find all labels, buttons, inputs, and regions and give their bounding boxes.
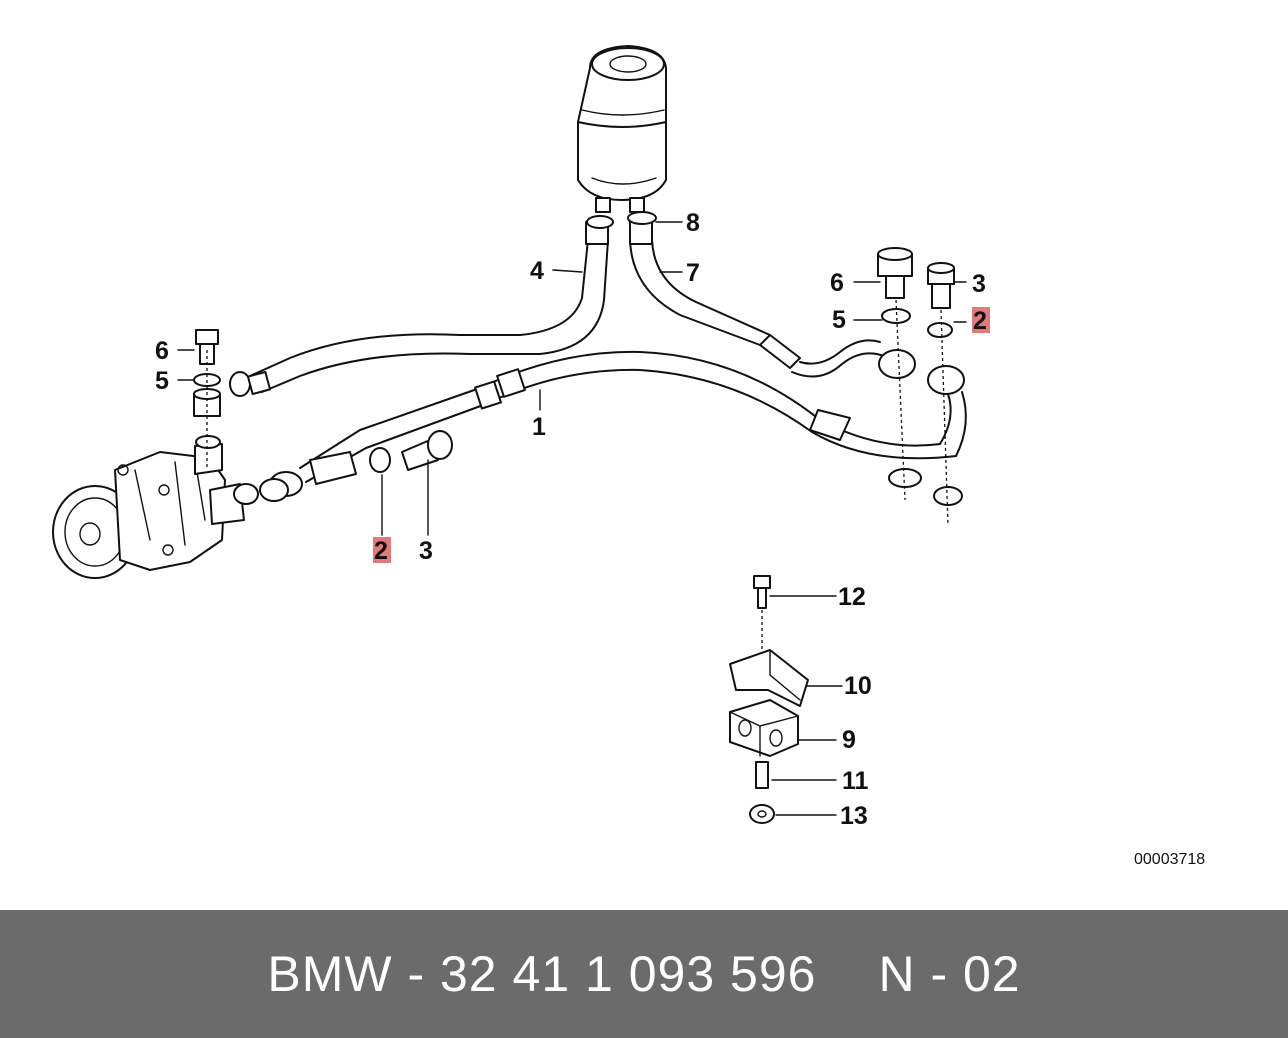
callout-2-left: 2 xyxy=(374,537,388,565)
callout-13: 13 xyxy=(840,802,868,830)
bracket-assembly xyxy=(729,575,809,824)
power-steering-pump xyxy=(52,443,289,579)
parts-diagram: 1 2 3 4 7 8 6 5 6 5 3 2 12 10 9 11 13 00… xyxy=(52,45,1205,868)
callout-11: 11 xyxy=(842,767,869,795)
right-banjo-fitting-left xyxy=(877,247,922,501)
callout-5-left: 5 xyxy=(155,367,169,395)
callout-9: 9 xyxy=(842,726,856,754)
callout-4: 4 xyxy=(530,257,544,285)
pressure-line-part-1 xyxy=(269,350,967,497)
hose-part-7 xyxy=(627,211,885,378)
quantity-label: N - 02 xyxy=(878,946,1021,1002)
callout-12: 12 xyxy=(838,583,866,611)
callout-2-right: 2 xyxy=(973,307,987,335)
part-number-label: BMW - 32 41 1 093 596 xyxy=(267,946,817,1002)
callout-7: 7 xyxy=(686,259,700,287)
fluid-reservoir xyxy=(577,45,667,213)
left-bolt-part-3 xyxy=(369,430,453,473)
leader-lines xyxy=(177,221,967,816)
hose-part-4 xyxy=(249,215,614,393)
callout-6-left: 6 xyxy=(155,337,169,365)
callout-1: 1 xyxy=(532,413,546,441)
document-number: 00003718 xyxy=(1134,851,1205,868)
callout-6-right: 6 xyxy=(830,269,844,297)
left-banjo-fitting xyxy=(193,329,272,470)
highlight-part-2-left xyxy=(373,537,391,563)
callout-10: 10 xyxy=(844,672,872,700)
highlight-part-2-right xyxy=(972,307,990,333)
callout-5-right: 5 xyxy=(832,306,846,334)
right-banjo-fitting-right xyxy=(927,262,965,526)
callout-3-right: 3 xyxy=(972,270,986,298)
callout-8: 8 xyxy=(686,209,700,237)
callout-3-left: 3 xyxy=(419,537,433,565)
part-number-footer: BMW - 32 41 1 093 596 N - 02 xyxy=(0,910,1288,1038)
